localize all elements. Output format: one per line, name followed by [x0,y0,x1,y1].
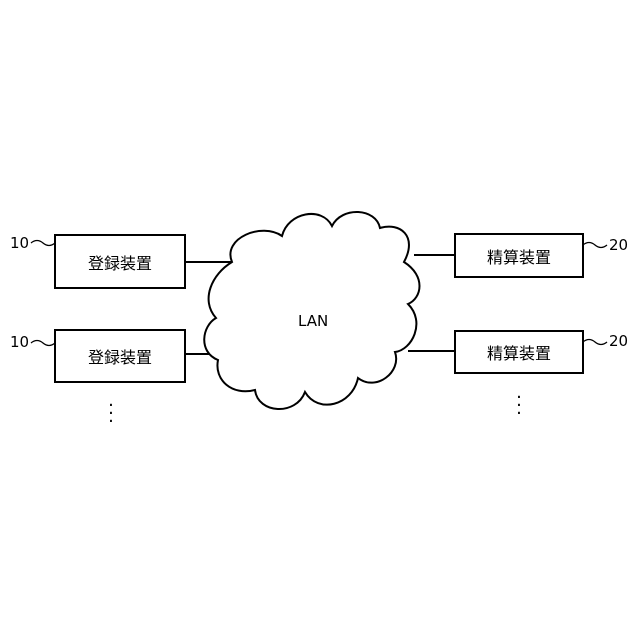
continuation-dots-right: ··· [514,394,524,418]
settlement-device-box-2: 精算装置 [454,330,584,374]
device-label: 登録装置 [88,344,152,368]
ref-numeral-right-2: 20 [609,332,628,350]
device-label: 精算装置 [487,244,551,268]
registration-device-box-1: 登録装置 [54,234,186,289]
lan-label: LAN [298,312,328,330]
registration-device-box-2: 登録装置 [54,329,186,383]
lan-cloud [204,212,419,409]
device-label: 登録装置 [88,250,152,274]
continuation-dots-left: ··· [106,402,116,426]
ref-leader-left-2 [31,341,55,346]
ref-leader-left-1 [31,241,55,246]
ref-numeral-right-1: 20 [609,236,628,254]
ref-numeral-left-1: 10 [10,234,29,252]
ref-numeral-left-2: 10 [10,333,29,351]
ref-leader-right-2 [583,340,607,345]
device-label: 精算装置 [487,340,551,364]
settlement-device-box-1: 精算装置 [454,233,584,278]
ref-leader-right-1 [583,243,607,248]
